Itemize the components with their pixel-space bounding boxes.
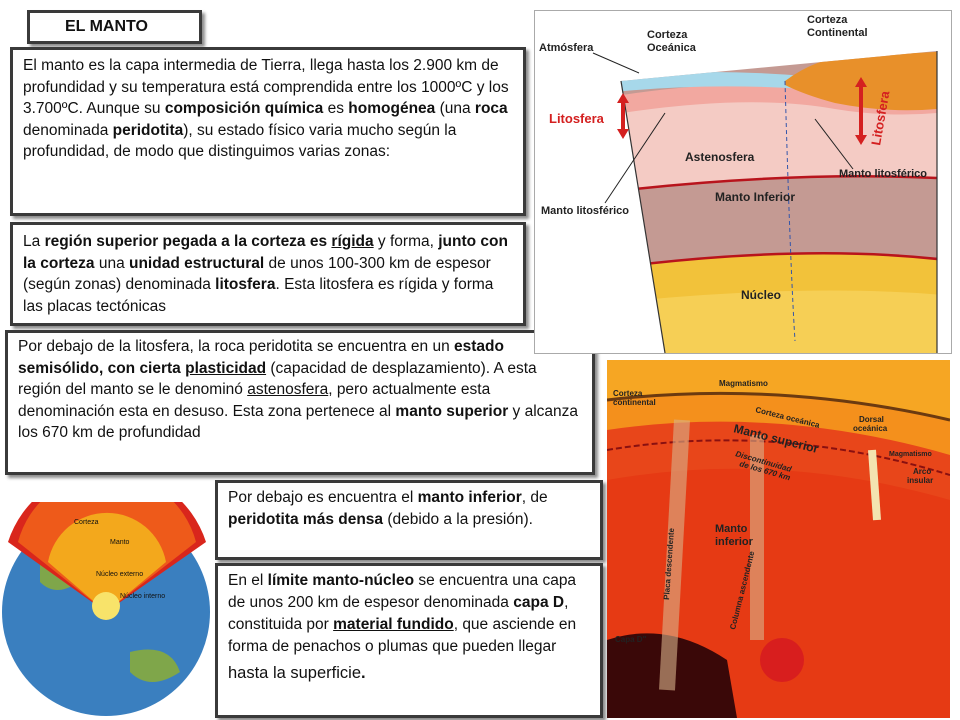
label-dorsal: Dorsal	[859, 415, 884, 424]
bold-text: manto inferior	[417, 489, 522, 506]
litosfera-text-box: La región superior pegada a la corteza e…	[10, 222, 526, 326]
label-nucleo-interno: Núcleo interno	[120, 593, 165, 600]
text: y alcanza los 670 km de profundidad	[18, 402, 579, 442]
bold-text: estado semisólido, con cierta	[18, 338, 504, 377]
svg-text:oceánica: oceánica	[853, 424, 888, 433]
intro-text-box: El manto es la capa intermedia de Tierra…	[10, 47, 526, 216]
text: (capacidad de desplazamiento). A esta re…	[18, 359, 537, 399]
label-manto-inferior: Manto	[715, 523, 748, 535]
text: , constituida por	[228, 594, 569, 633]
svg-text:inferior: inferior	[715, 536, 754, 548]
label-capa-d: Capa D"	[615, 635, 647, 644]
label-astenosfera: Astenosfera	[685, 150, 755, 164]
label-corteza: Corteza	[74, 519, 99, 526]
label-litosfera-left: Litosfera	[549, 111, 605, 126]
text: denominada	[23, 121, 113, 139]
label-corteza-oceanica: Corteza	[647, 29, 688, 41]
text: hasta la superficie.	[228, 664, 366, 682]
bold-text: composición química	[164, 100, 324, 117]
underlined-bold-text: material fundido	[333, 616, 454, 633]
svg-text:continental: continental	[613, 398, 656, 407]
bold-text: región superior pegada a la corteza es	[44, 233, 332, 250]
label-manto-inferior: Manto Inferior	[715, 190, 795, 204]
text: , pero actualmente esta denominación est…	[18, 381, 491, 420]
svg-text:insular: insular	[907, 476, 933, 485]
label-atmosfera: Atmósfera	[539, 42, 594, 54]
text: . Esta litosfera es rígida y forma las p…	[23, 276, 494, 315]
globe-cutaway-image: Corteza Manto Núcleo externo Núcleo inte…	[0, 502, 211, 720]
text: es	[323, 100, 349, 117]
text: de unos 100-300 km de espesor (según zon…	[23, 254, 491, 294]
text: ), su estado físico varia mucho según la…	[23, 121, 457, 161]
text: (debido a la presión).	[383, 510, 533, 528]
bold-text: manto superior	[395, 402, 509, 420]
label-magmatismo-top: Magmatismo	[719, 379, 768, 388]
earth-layers-diagram: Atmósfera Corteza Oceánica Corteza Conti…	[534, 10, 952, 354]
label-corteza-continental: Corteza	[613, 389, 643, 398]
astenosfera-text-box: Por debajo de la litosfera, la roca peri…	[5, 330, 595, 475]
text: En el	[228, 572, 268, 589]
bold-text: peridotita más densa	[228, 510, 384, 528]
svg-text:Oceánica: Oceánica	[647, 42, 697, 54]
underlined-bold-text: rígida	[331, 233, 374, 250]
label-nucleo: Núcleo	[741, 288, 781, 302]
text: una	[94, 254, 129, 272]
svg-text:Continental: Continental	[807, 27, 868, 39]
label-magmatismo-right: Magmatismo	[889, 451, 932, 458]
text: , que asciende en forma de penachos o pl…	[228, 616, 577, 655]
bold-text: roca	[474, 100, 508, 117]
text: y forma,	[373, 233, 439, 250]
underlined-bold-text: plasticidad	[185, 359, 267, 377]
text: La	[23, 233, 45, 250]
text: , de	[521, 489, 548, 506]
label-nucleo-externo: Núcleo externo	[96, 571, 143, 578]
bold-text: homogénea	[348, 100, 436, 117]
manto-inferior-text-box: Por debajo es encuentra el manto inferio…	[215, 480, 603, 560]
bold-text: capa D	[513, 594, 565, 611]
bold-text: litosfera	[215, 276, 276, 293]
text: Por debajo es encuentra el	[228, 489, 418, 506]
label-manto-litosferico-right: Manto litosférico	[839, 168, 927, 180]
label-corteza-continental: Corteza	[807, 14, 848, 26]
mantle-convection-diagram: Magmatismo Corteza continental Corteza o…	[607, 360, 950, 718]
label-arco-insular: Arco	[913, 467, 931, 476]
slide-title: EL MANTO	[27, 10, 202, 44]
bold-text: unidad estructural	[129, 254, 265, 272]
text: El manto es la capa intermedia de Tierra…	[23, 57, 509, 117]
bold-text: límite manto-núcleo	[267, 572, 415, 589]
text: Por debajo de la litosfera, la roca peri…	[18, 338, 454, 355]
text: (una	[435, 100, 475, 117]
label-manto: Manto	[110, 539, 130, 546]
bold-text: peridotita	[112, 121, 184, 139]
text: se encuentra una capa de unos 200 km de …	[228, 572, 577, 611]
bold-text: junto con la corteza	[23, 233, 508, 272]
capa-d-text-box: En el límite manto-núcleo se encuentra u…	[215, 563, 603, 718]
underlined-text: astenosfera	[247, 381, 329, 398]
label-manto-litosferico-left: Manto litosférico	[541, 205, 629, 217]
